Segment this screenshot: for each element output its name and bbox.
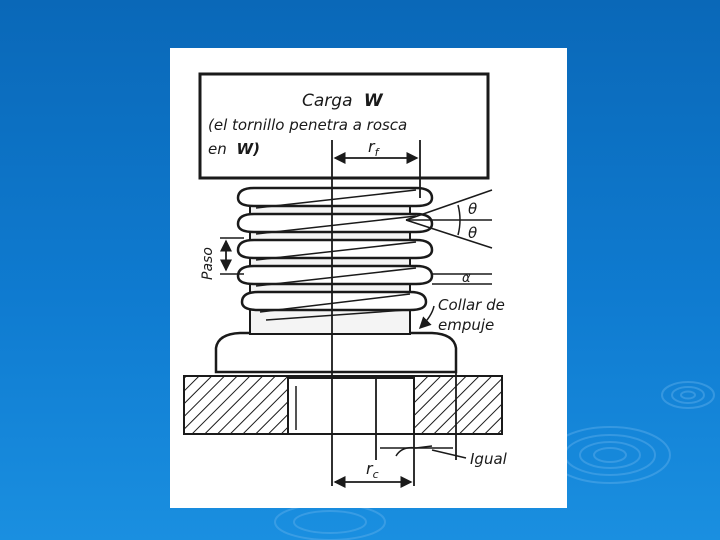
svg-text:rc: rc bbox=[366, 459, 379, 481]
rc-label: r bbox=[366, 459, 374, 478]
svg-text:rf: rf bbox=[368, 137, 381, 159]
thread-helix-lines bbox=[255, 189, 417, 321]
equal-dimension: Igual bbox=[380, 445, 508, 468]
figure-panel: Carga W (el tornillo penetra a rosca en … bbox=[170, 48, 567, 508]
thread-angle-lines bbox=[405, 189, 493, 285]
collar-leader bbox=[418, 305, 435, 330]
thrust-collar bbox=[214, 331, 458, 374]
load-label-word: Carga bbox=[302, 91, 353, 111]
collar-label-line2: empuje bbox=[438, 316, 494, 334]
dimension-lines bbox=[331, 140, 457, 486]
rf-label: r bbox=[368, 137, 376, 156]
rf-dimension: rf bbox=[333, 137, 419, 164]
pitch-label: Paso bbox=[200, 247, 216, 280]
theta-label-1: θ bbox=[468, 200, 477, 218]
rc-subscript: c bbox=[373, 468, 379, 481]
load-label-line3-word: en bbox=[208, 140, 227, 158]
equal-label: Igual bbox=[470, 450, 508, 468]
base-block bbox=[183, 375, 503, 435]
load-label-line3-symbol: W) bbox=[237, 140, 260, 158]
alpha-label: α bbox=[462, 271, 471, 286]
load-label-line2: (el tornillo penetra a rosca bbox=[208, 116, 407, 134]
power-screw-diagram: Carga W (el tornillo penetra a rosca en … bbox=[183, 72, 508, 488]
svg-text:en W): en W) bbox=[208, 140, 260, 158]
load-label-symbol: W bbox=[364, 91, 384, 111]
rf-subscript: f bbox=[375, 146, 381, 159]
svg-text:Carga W: Carga W bbox=[302, 91, 384, 111]
theta-label-2: θ bbox=[468, 224, 477, 242]
collar-label-line1: Collar de bbox=[438, 296, 505, 314]
rc-dimension: rc bbox=[333, 459, 413, 488]
pitch-dimension: Paso bbox=[200, 237, 244, 280]
screw-threads bbox=[236, 186, 434, 312]
